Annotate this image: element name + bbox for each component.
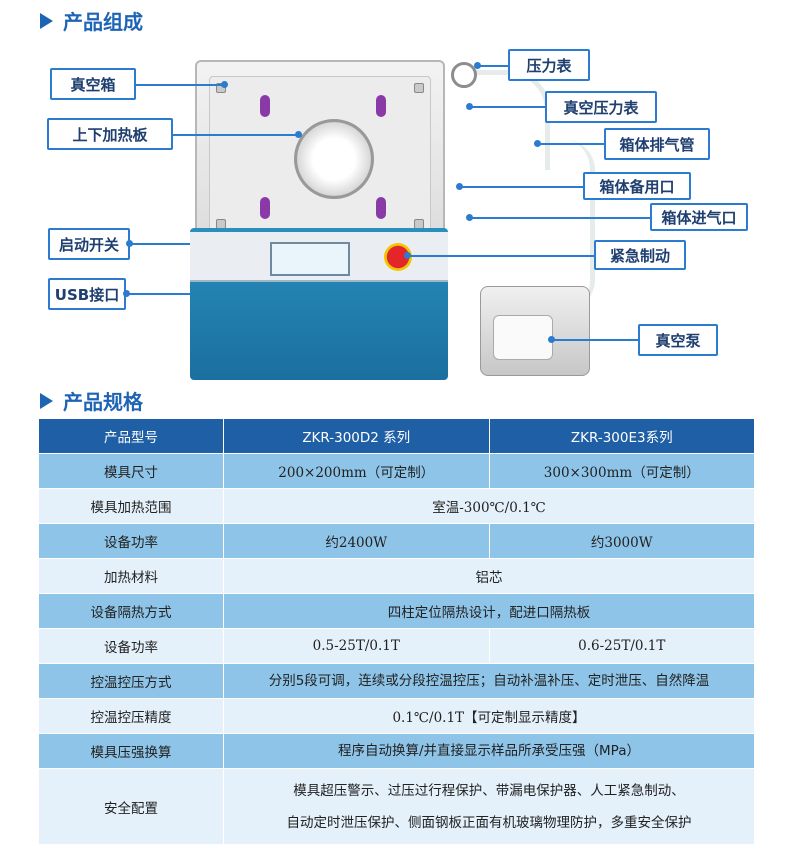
- safety-line-2: 自动定时泄压保护、侧面钢板正面有机玻璃物理防护，多重安全保护: [286, 814, 692, 831]
- door-handle: [260, 197, 270, 219]
- callout-inlet-port: 箱体进气口: [650, 203, 748, 231]
- table-cell: 300×300mm（可定制）: [488, 453, 755, 489]
- machine-base: [190, 228, 448, 380]
- table-cell: 程序自动换算/并直接显示样品所承受压强（MPa）: [223, 733, 755, 769]
- callout-vacuum-box: 真空箱: [50, 68, 136, 100]
- triangle-icon: [40, 392, 53, 409]
- table-row: 安全配置 模具超压警示、过压过行程保护、带漏电保护器、人工紧急制动、 自动定时泄…: [38, 768, 755, 845]
- table-row: 设备功率 0.5-25T/0.1T 0.6-25T/0.1T: [38, 628, 755, 664]
- pump-face: [493, 315, 553, 360]
- safety-line-1: 模具超压警示、过压过行程保护、带漏电保护器、人工紧急制动、: [293, 782, 685, 799]
- pump-tube: [535, 140, 595, 310]
- callout-dot: [123, 290, 130, 297]
- spec-table: 产品型号 ZKR-300D2 系列 ZKR-300E3系列 模具尺寸 200×2…: [38, 418, 755, 845]
- row-label: 模具压强换算: [38, 733, 224, 769]
- callout-start-switch: 启动开关: [48, 228, 130, 260]
- table-row: 加热材料 铝芯: [38, 558, 755, 594]
- table-cell: 约3000W: [488, 523, 755, 559]
- row-label: 加热材料: [38, 558, 224, 594]
- door-handle: [260, 95, 270, 117]
- callout-dot: [474, 62, 481, 69]
- table-row: 设备隔热方式 四柱定位隔热设计，配进口隔热板: [38, 593, 755, 629]
- header-cell: 产品型号: [38, 418, 224, 454]
- row-label: 模具加热范围: [38, 488, 224, 524]
- callout-line: [126, 293, 190, 295]
- callout-line: [136, 84, 224, 86]
- callout-usb-port: USB接口: [48, 278, 126, 310]
- table-cell: 200×200mm（可定制）: [223, 453, 490, 489]
- table-cell: 分别5段可调，连续或分段控温控压；自动补温补压、定时泄压、自然降温: [223, 663, 755, 699]
- header-cell: ZKR-300D2 系列: [223, 418, 490, 454]
- table-row: 模具压强换算 程序自动换算/并直接显示样品所承受压强（MPa）: [38, 733, 755, 769]
- vacuum-pump: [480, 286, 590, 376]
- callout-line: [408, 255, 594, 257]
- door-handle: [376, 197, 386, 219]
- table-cell: 四柱定位隔热设计，配进口隔热板: [223, 593, 755, 629]
- table-cell: 约2400W: [223, 523, 490, 559]
- table-row: 设备功率 约2400W 约3000W: [38, 523, 755, 559]
- callout-line: [470, 217, 650, 219]
- callout-dot: [221, 81, 228, 88]
- callout-vacuum-pump: 真空泵: [638, 324, 718, 356]
- callout-heating-plate: 上下加热板: [47, 118, 173, 150]
- callout-line: [130, 243, 190, 245]
- door-plate: [209, 76, 431, 236]
- callout-dot: [466, 103, 473, 110]
- row-label: 设备隔热方式: [38, 593, 224, 629]
- callout-line: [470, 106, 545, 108]
- row-label: 设备功率: [38, 628, 224, 664]
- callout-spare-port: 箱体备用口: [583, 172, 691, 200]
- callout-dot: [534, 140, 541, 147]
- pressure-gauge-icon: [451, 62, 477, 88]
- callout-vacuum-gauge: 真空压力表: [545, 91, 657, 123]
- callout-pressure-gauge: 压力表: [508, 49, 590, 81]
- callout-line: [552, 339, 638, 341]
- header-cell: ZKR-300E3系列: [488, 418, 755, 454]
- table-header-row: 产品型号 ZKR-300D2 系列 ZKR-300E3系列: [38, 418, 755, 454]
- row-label: 安全配置: [38, 768, 224, 845]
- table-cell: 铝芯: [223, 558, 755, 594]
- viewing-window: [294, 119, 374, 199]
- callout-dot: [126, 240, 133, 247]
- table-cell: 模具超压警示、过压过行程保护、带漏电保护器、人工紧急制动、 自动定时泄压保护、侧…: [223, 768, 755, 845]
- table-cell: 0.1℃/0.1T【可定制显示精度】: [223, 698, 755, 734]
- callout-dot: [295, 131, 302, 138]
- touch-screen[interactable]: [270, 242, 350, 276]
- row-label: 控温控压方式: [38, 663, 224, 699]
- callout-line: [478, 65, 508, 67]
- table-cell: 室温-300℃/0.1℃: [223, 488, 755, 524]
- callout-exhaust-pipe: 箱体排气管: [604, 128, 710, 160]
- callout-dot: [404, 252, 411, 259]
- callout-line: [173, 134, 298, 136]
- table-cell: 0.6-25T/0.1T: [488, 628, 755, 664]
- row-label: 设备功率: [38, 523, 224, 559]
- row-label: 模具尺寸: [38, 453, 224, 489]
- screw: [414, 83, 424, 93]
- callout-line: [538, 143, 604, 145]
- callout-dot: [456, 183, 463, 190]
- triangle-icon: [40, 12, 53, 29]
- product-illustration: 真空箱 上下加热板 启动开关 USB接口 压力表 真空压力表 箱体排气管 箱体备…: [0, 40, 802, 385]
- callout-line: [460, 186, 583, 188]
- callout-emergency-stop: 紧急制动: [594, 240, 686, 270]
- table-row: 模具加热范围 室温-300℃/0.1℃: [38, 488, 755, 524]
- section-title-specs: 产品规格: [40, 386, 143, 415]
- row-label: 控温控压精度: [38, 698, 224, 734]
- table-cell: 0.5-25T/0.1T: [223, 628, 490, 664]
- table-row: 控温控压精度 0.1℃/0.1T【可定制显示精度】: [38, 698, 755, 734]
- callout-dot: [548, 336, 555, 343]
- section-title-composition: 产品组成: [40, 6, 143, 35]
- vacuum-chamber: [195, 60, 445, 250]
- callout-dot: [466, 214, 473, 221]
- door-handle: [376, 95, 386, 117]
- table-row: 控温控压方式 分别5段可调，连续或分段控温控压；自动补温补压、定时泄压、自然降温: [38, 663, 755, 699]
- table-row: 模具尺寸 200×200mm（可定制） 300×300mm（可定制）: [38, 453, 755, 489]
